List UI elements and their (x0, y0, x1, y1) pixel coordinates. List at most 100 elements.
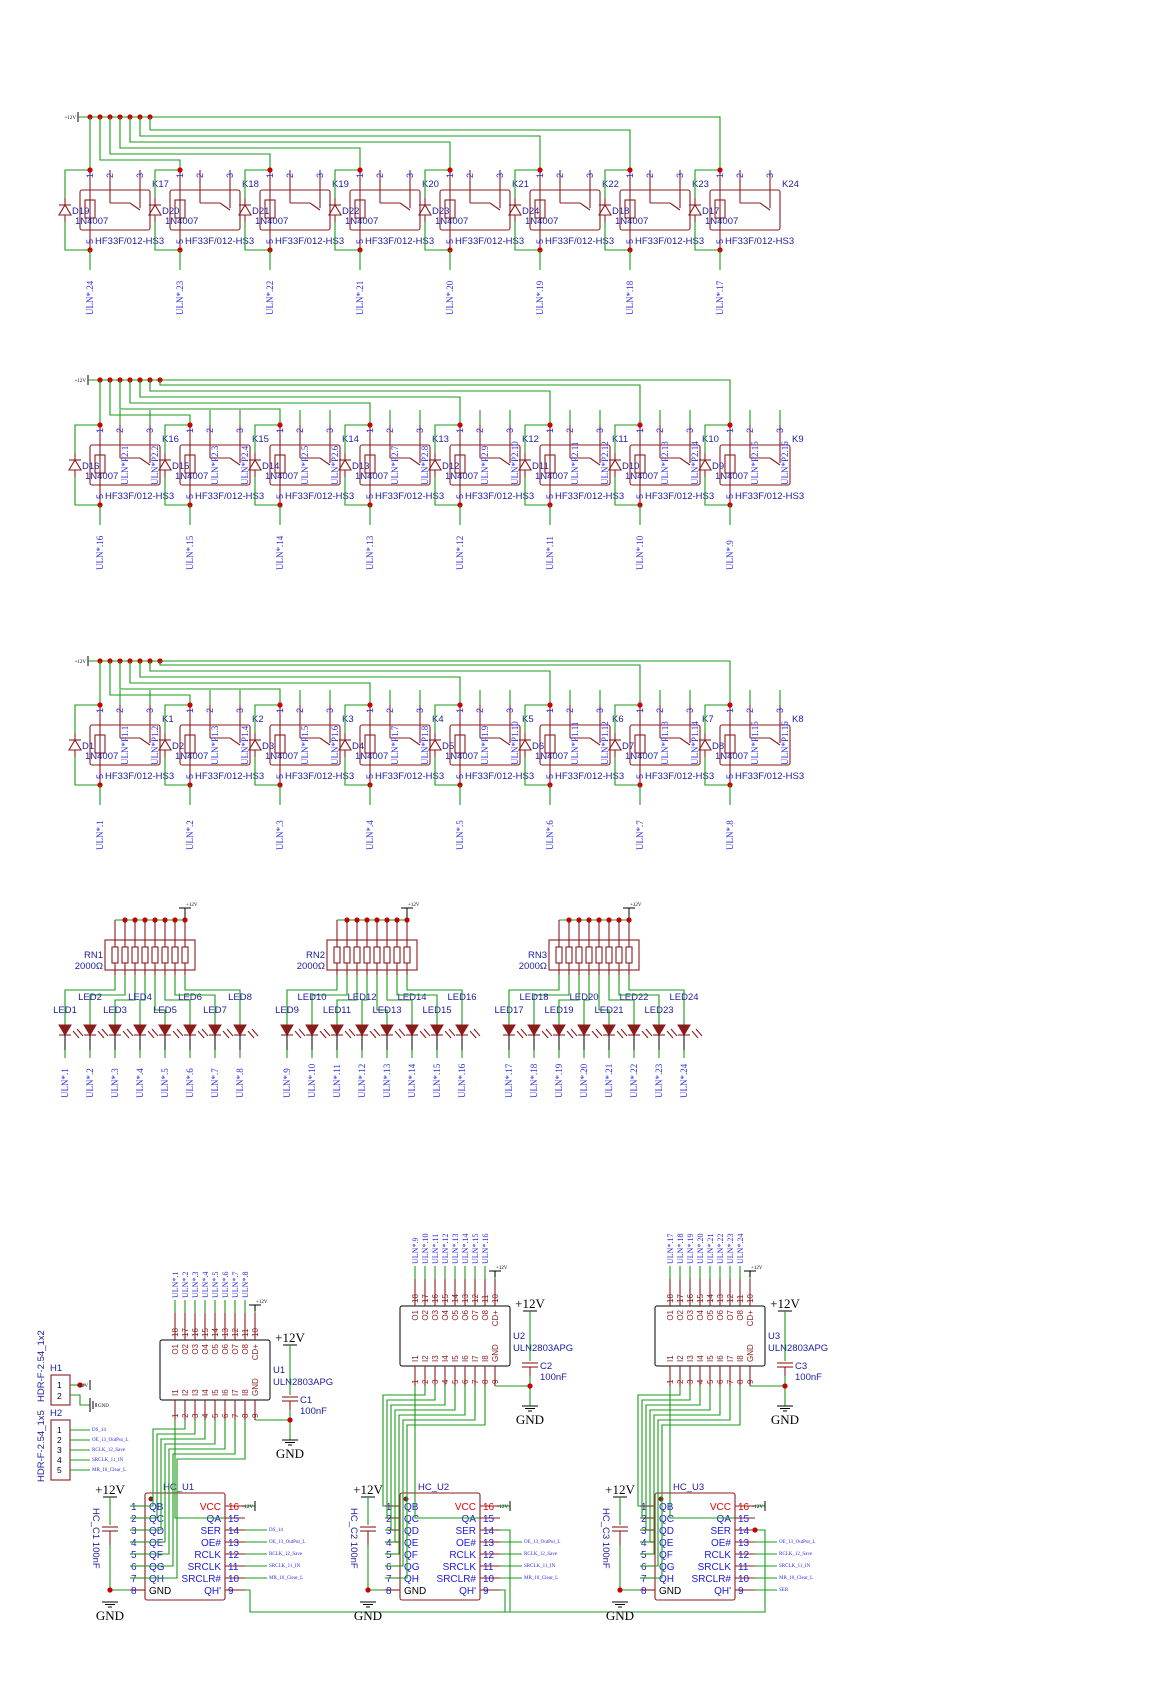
pin-name: I1 (666, 1355, 675, 1362)
pin-name: QB (149, 1502, 164, 1513)
contact-net-label: ULN*P1.4 (240, 725, 250, 765)
led-icon (183, 1024, 197, 1036)
diode-part: 1N4007 (75, 216, 108, 227)
pin-number: 11 (736, 1294, 745, 1303)
uln-net-label: ULN*.3 (275, 820, 285, 850)
led-icon (108, 1024, 122, 1036)
uln-ref: U1 (273, 1365, 285, 1376)
wire (434, 757, 460, 786)
ground-label: GND (276, 1446, 304, 1461)
pin-number: 4 (441, 1379, 450, 1384)
wire (524, 424, 550, 453)
relay-pin-number: 3 (315, 173, 325, 178)
uln-net-label: ULN*.15 (432, 1063, 442, 1098)
uln-net-label: ULN*.16 (457, 1063, 467, 1098)
relay-switch-icon (319, 737, 331, 746)
power-label-12v: +12V (496, 1266, 508, 1271)
relay-ref: K17 (152, 179, 169, 190)
pin-name: I8 (736, 1355, 745, 1362)
wire (164, 704, 190, 733)
relay-pin-number: 5 (715, 239, 725, 244)
relay-switch-icon (229, 737, 241, 746)
capacitor-label: HC_C1 100nF (90, 1508, 101, 1569)
led-icon (652, 1024, 666, 1036)
wire (88, 660, 731, 705)
relay-part: HF33F/012-HS3 (275, 236, 344, 247)
pin-name: RCLK (194, 1550, 221, 1561)
relay-pin-number: 1 (725, 708, 735, 713)
relay-coil-icon (454, 734, 466, 754)
relay-switch-icon (229, 457, 241, 466)
ground-label: GND (771, 1412, 799, 1427)
relay-ref: K19 (332, 179, 349, 190)
relay-coil-icon (624, 199, 636, 219)
relay-pin-number: 2 (385, 428, 395, 433)
wire (385, 1386, 456, 1543)
uln-net-label: ULN*.1 (60, 1068, 70, 1098)
contact-net-label: ULN*P1.9 (480, 725, 490, 765)
relay-pin-number: 2 (105, 173, 115, 178)
relay-pin-number: 1 (95, 428, 105, 433)
header-pin: 1 (57, 1425, 62, 1435)
diode-ref: D16 (82, 461, 99, 472)
diode-icon (68, 458, 82, 471)
resistor-network-value: 2000Ω (519, 961, 547, 972)
relay-part: HF33F/012-HS3 (645, 491, 714, 502)
diode-part: 1N4007 (255, 216, 288, 227)
relay-switch-icon (589, 457, 601, 466)
junction-dot (107, 1587, 113, 1593)
led-ref: LED20 (569, 992, 598, 1003)
header-net-label: SRCLK_11_IN (92, 1458, 124, 1463)
relay-coil-icon (724, 454, 736, 474)
wire (514, 169, 540, 198)
uln-net-label: ULN*.8 (235, 1068, 245, 1098)
diode-ref: D18 (612, 206, 629, 217)
diode-ref: D1 (82, 741, 94, 752)
wire (524, 757, 550, 786)
pin-number: 18 (666, 1294, 675, 1303)
led-light-arrow-icon (226, 1028, 234, 1037)
relay-ref: K13 (432, 434, 449, 445)
wire (396, 975, 438, 1025)
pin-name: QC (404, 1514, 419, 1525)
relay-pin-number: 1 (355, 173, 365, 178)
wire (130, 1420, 186, 1507)
uln-net-label: ULN*.8 (725, 820, 735, 850)
pin-name: VCC (710, 1502, 731, 1513)
relay-pin-number: 3 (325, 708, 335, 713)
wire (254, 704, 280, 733)
contact-net-label: ULN*P2.1 (120, 446, 130, 485)
pin-name: QH (659, 1574, 674, 1585)
wire (614, 704, 640, 733)
led-ref: LED10 (297, 992, 326, 1003)
pin-name: O3 (191, 1343, 200, 1354)
wire (139, 661, 461, 705)
pin-name: O4 (201, 1343, 210, 1354)
diode-icon (238, 203, 252, 216)
relay-switch-icon (399, 202, 411, 211)
diode-part: 1N4007 (625, 751, 658, 762)
pin-name: O3 (686, 1309, 695, 1320)
relay-pin-number: 5 (365, 774, 375, 779)
pin-name: GND (149, 1586, 171, 1597)
relay-pin-number: 5 (635, 774, 645, 779)
pin-number: 5 (131, 1550, 137, 1561)
relay-pin-number: 5 (545, 774, 555, 779)
contact-net-label: ULN*P1.6 (330, 725, 340, 765)
junction-dot (277, 702, 283, 708)
pin-number: 7 (131, 1574, 137, 1585)
diode-ref: D22 (342, 206, 359, 217)
pin-number: 7 (726, 1379, 735, 1384)
pin-number: 14 (738, 1526, 750, 1537)
pin-name: RCLK (704, 1550, 731, 1561)
relay-pin-number: 1 (545, 708, 555, 713)
led-light-arrow-icon (545, 1028, 553, 1037)
power-label-12v: +12V (242, 1505, 254, 1510)
pin-number: 8 (481, 1379, 490, 1384)
relay-pin-number: 3 (225, 173, 235, 178)
pin-number: 13 (716, 1294, 725, 1303)
uln-net-label: ULN*.17 (715, 280, 725, 315)
diode-part: 1N4007 (355, 751, 388, 762)
relay-coil-icon (274, 454, 286, 474)
relay-pin-number: 1 (265, 173, 275, 178)
